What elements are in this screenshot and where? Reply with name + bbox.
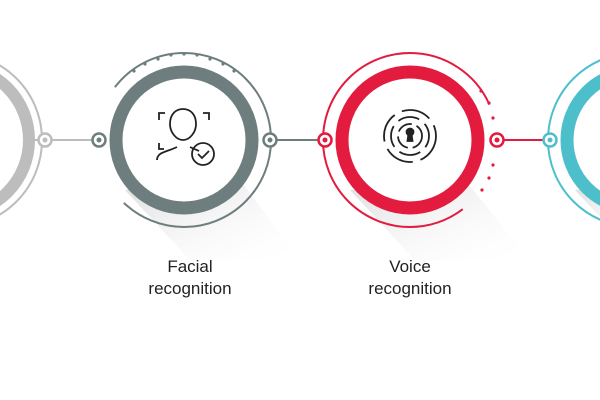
- step-teal-partial: [547, 59, 600, 221]
- step-label-facial: Facial recognition: [110, 256, 270, 300]
- label-line: recognition: [148, 279, 232, 298]
- step-voice-recognition: [322, 52, 530, 260]
- connector-node: [37, 132, 53, 148]
- connector-node: [542, 132, 558, 148]
- connector-node: [317, 132, 333, 148]
- voice-keyhole-icon: [383, 109, 437, 163]
- face-scan-check-icon: [156, 108, 215, 166]
- step-facial-recognition: [96, 52, 300, 260]
- label-line: Facial: [167, 257, 213, 276]
- connector-node: [489, 132, 505, 148]
- label-line: Voice: [389, 257, 431, 276]
- connector-node: [91, 132, 107, 148]
- connector-node: [262, 132, 278, 148]
- step-label-voice: Voice recognition: [330, 256, 490, 300]
- label-line: recognition: [368, 279, 452, 298]
